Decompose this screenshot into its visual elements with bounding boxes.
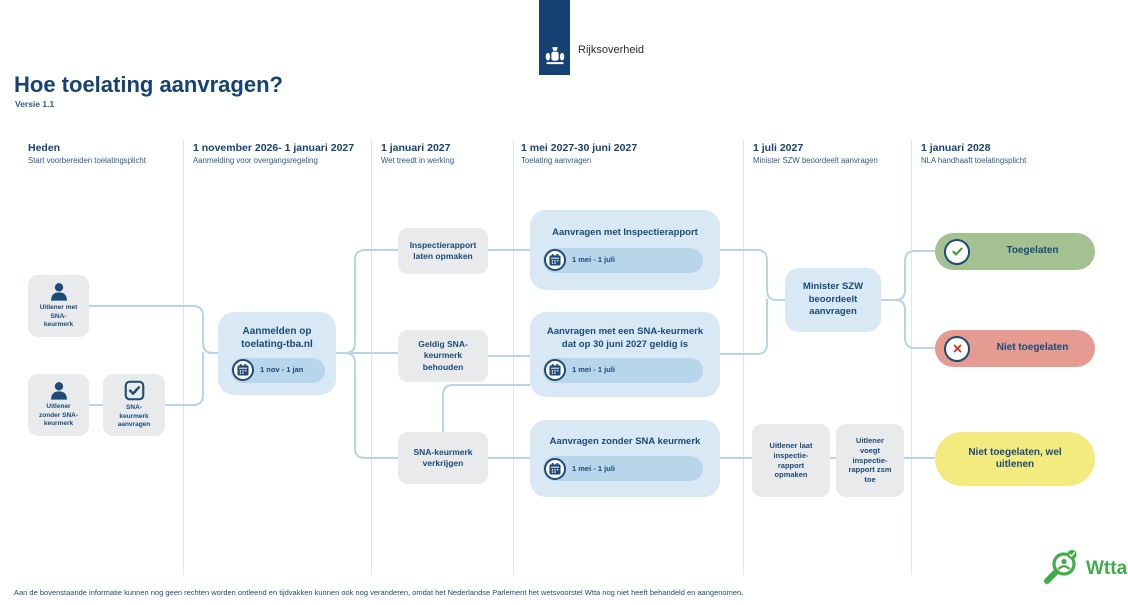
node-aanvragen-met-sna-keurmerk: Aanvragen met een SNA-keurmerk dat op 30… <box>530 312 720 397</box>
timeline-column-jan2028: 1 januari 2028 NLA handhaaft toelatingsp… <box>921 142 1026 165</box>
timeline-column-jan2027: 1 januari 2027 Wet treedt in werking <box>381 142 454 165</box>
node-label: Uitlener voegt inspectie-rapport zsm toe <box>848 436 892 485</box>
node-minister-szw-beoordeelt: Minister SZW beoordeelt aanvragen <box>785 268 881 332</box>
version-label: Versie 1.1 <box>15 99 55 109</box>
result-niet-toegelaten: Niet toegelaten <box>935 330 1095 367</box>
date-pill: 1 mei - 1 juli <box>543 456 703 482</box>
calendar-icon <box>232 359 254 381</box>
page-title: Hoe toelating aanvragen? <box>14 72 283 97</box>
calendar-icon <box>544 457 566 480</box>
node-uitlener-laat-inspectierapport: Uitlener laat inspectie-rapport opmaken <box>752 424 830 497</box>
column-divider <box>183 140 184 575</box>
column-divider <box>513 140 514 575</box>
column-divider <box>911 140 912 575</box>
period-label: 1 mei - 1 juli <box>572 365 615 375</box>
column-subtitle: Toelating aanvragen <box>521 156 592 165</box>
period-label: 1 mei - 1 juli <box>572 463 615 473</box>
node-sna-keurmerk-aanvragen: SNA-keurmerk aanvragen <box>103 374 165 436</box>
node-label: Uitlener laat inspectie-rapport opmaken <box>769 441 813 480</box>
node-label: Uitlener met SNA-keurmerk <box>39 304 78 329</box>
wtta-logo: Wtta <box>1040 548 1127 590</box>
result-label: Niet toegelaten, wel uitlenen <box>968 446 1062 471</box>
node-label: Inspectierapport laten opmaken <box>409 239 477 261</box>
result-niet-toegelaten-wel-uitlenen: Niet toegelaten, wel uitlenen <box>935 432 1095 486</box>
node-label: Aanmelden op toelating-tba.nl <box>241 325 313 350</box>
date-pill: 1 nov - 1 jan <box>231 357 325 383</box>
node-inspectierapport-laten-opmaken: Inspectierapport laten opmaken <box>398 228 488 274</box>
node-label: Geldig SNA-keurmerk behouden <box>418 339 468 372</box>
calendar-icon <box>544 359 566 382</box>
coat-of-arms-icon <box>545 47 564 65</box>
column-subtitle: Start voorbereiden toelatingsplicht <box>28 156 146 165</box>
node-uitlener-zonder-sna: Uitlener zonder SNA-keurmerk <box>28 374 89 436</box>
node-sna-verkrijgen: SNA-keurmerk verkrijgen <box>398 432 488 484</box>
node-label: SNA-keurmerk verkrijgen <box>413 446 473 468</box>
column-subtitle: NLA handhaaft toelatingsplicht <box>921 156 1027 165</box>
column-divider <box>371 140 372 575</box>
wtta-wordmark: Wtta <box>1086 558 1128 579</box>
result-label: Niet toegelaten <box>996 342 1069 354</box>
node-uitlener-met-sna: Uitlener met SNA-keurmerk <box>28 275 89 337</box>
node-label: Aanvragen met een SNA-keurmerk dat op 30… <box>546 326 704 350</box>
column-divider <box>743 140 744 575</box>
calendar-icon <box>544 249 566 272</box>
rijksoverheid-wordmark: Rijksoverheid <box>578 44 645 56</box>
date-pill: 1 mei - 1 juli <box>543 357 703 383</box>
timeline-column-mei2027: 1 mei 2027-30 juni 2027 Toelating aanvra… <box>521 142 637 165</box>
node-label: SNA-keurmerk aanvragen <box>117 404 151 429</box>
person-icon <box>50 283 67 302</box>
period-label: 1 nov - 1 jan <box>260 365 304 375</box>
column-subtitle: Aanmelding voor overgangsregeling <box>193 156 318 165</box>
node-label: Uitlener zonder SNA-keurmerk <box>39 403 78 428</box>
result-toegelaten: Toegelaten <box>935 233 1095 270</box>
timeline-column-nov2026: 1 november 2026- 1 januari 2027 Aanmeldi… <box>193 142 354 165</box>
node-aanmelden-toelating-tba: Aanmelden op toelating-tba.nl 1 nov - 1 … <box>218 312 336 395</box>
column-date: 1 november 2026- 1 januari 2027 <box>193 142 355 154</box>
column-date: 1 juli 2027 <box>753 142 804 154</box>
column-date: 1 januari 2027 <box>381 142 451 154</box>
check-circle-icon <box>944 238 970 265</box>
column-subtitle: Wet treedt in werking <box>381 156 455 165</box>
node-label: Aanvragen zonder SNA keurmerk <box>549 435 701 447</box>
node-aanvragen-zonder-sna: Aanvragen zonder SNA keurmerk 1 mei - 1 … <box>530 420 720 497</box>
cross-circle-icon <box>944 335 970 362</box>
node-aanvragen-met-inspectierapport: Aanvragen met Inspectierapport 1 mei - 1… <box>530 210 720 290</box>
date-pill: 1 mei - 1 juli <box>543 247 703 273</box>
timeline-column-juli2027: 1 juli 2027 Minister SZW beoordeelt aanv… <box>753 142 878 165</box>
disclaimer-text: Aan de bovenstaande informatie kunnen no… <box>14 588 744 597</box>
wtta-magnifier-icon <box>1044 549 1077 584</box>
node-label: Aanvragen met Inspectierapport <box>552 227 698 239</box>
column-date: 1 mei 2027-30 juni 2027 <box>521 142 638 154</box>
rijksoverheid-logo <box>539 0 570 75</box>
node-geldig-sna-behouden: Geldig SNA-keurmerk behouden <box>398 330 488 382</box>
result-label: Toegelaten <box>1006 245 1059 257</box>
checkbox-icon <box>124 381 144 401</box>
column-date: 1 januari 2028 <box>921 142 991 154</box>
column-subtitle: Minister SZW beoordeelt aanvragen <box>753 156 878 165</box>
person-icon <box>50 382 67 401</box>
node-uitlener-voegt-inspectierapport: Uitlener voegt inspectie-rapport zsm toe <box>836 424 904 497</box>
period-label: 1 mei - 1 juli <box>572 255 615 265</box>
column-date: Heden <box>28 142 61 154</box>
timeline-column-heden: Heden Start voorbereiden toelatingsplich… <box>28 142 146 165</box>
node-label: Minister SZW beoordeelt aanvragen <box>802 281 864 318</box>
